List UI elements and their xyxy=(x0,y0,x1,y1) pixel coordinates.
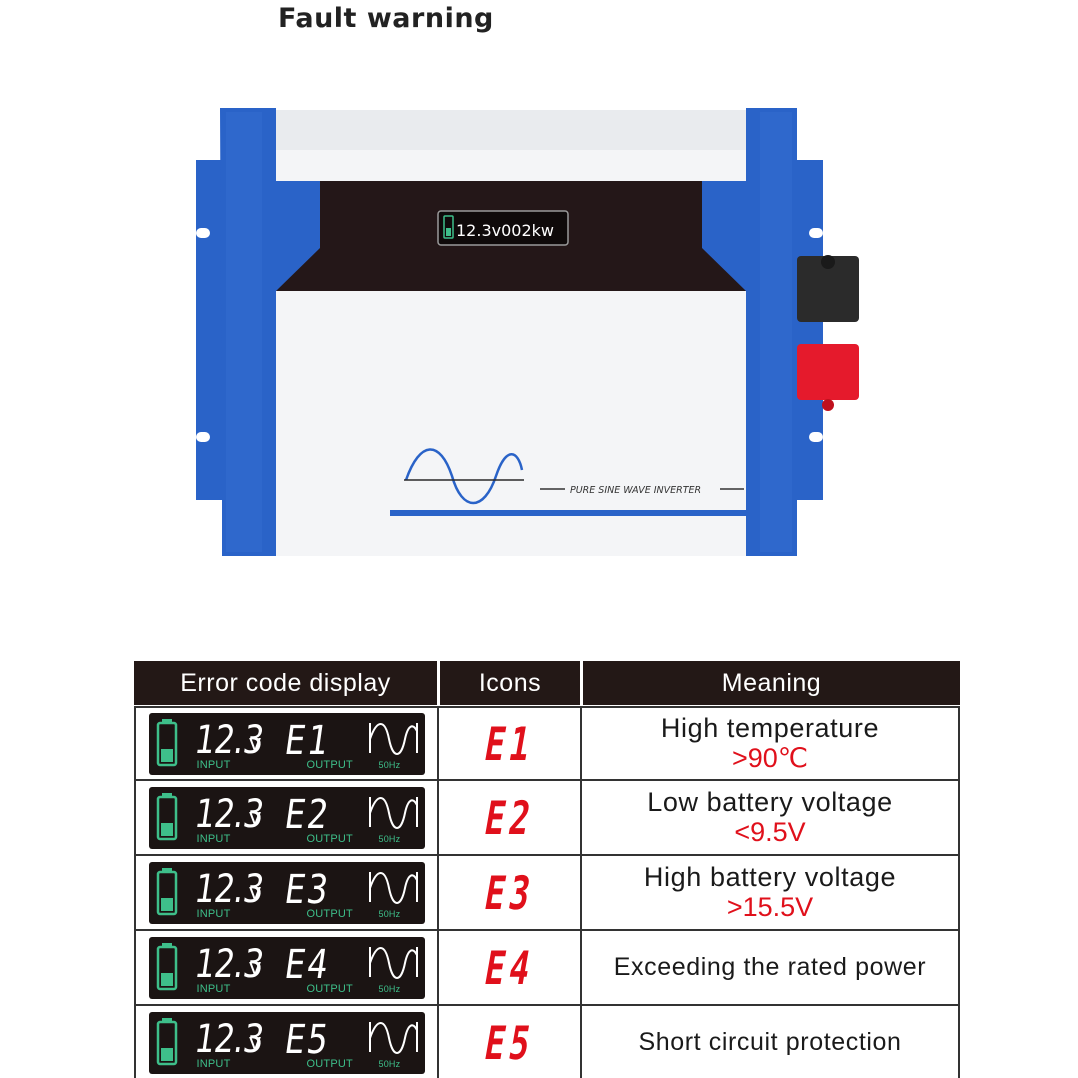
sine-output-icon xyxy=(368,946,418,979)
lcd-input-label: INPUT xyxy=(196,907,231,920)
error-code-icon: E1 xyxy=(480,716,539,771)
positive-terminal xyxy=(797,344,859,400)
meaning-text: Short circuit protection xyxy=(638,1027,902,1056)
header-icons: Icons xyxy=(440,661,580,705)
battery-icon xyxy=(156,867,177,915)
sine-output-icon xyxy=(368,722,418,755)
lcd-error-code: E5 xyxy=(281,1016,333,1063)
lcd-frequency-label: 50Hz xyxy=(378,908,401,919)
lcd-input-label: INPUT xyxy=(196,758,231,771)
lcd-output-label: OUTPUT xyxy=(306,907,353,920)
page-title: Fault warning xyxy=(278,3,494,34)
lcd-unit: v xyxy=(248,730,262,756)
error-code-icon: E3 xyxy=(480,865,539,920)
lcd-output-label: OUTPUT xyxy=(306,1057,353,1070)
meaning-text: Exceeding the rated power xyxy=(613,952,927,981)
icon-cell: E2 xyxy=(439,781,582,854)
header-error-code-display: Error code display xyxy=(134,661,437,705)
left-frame xyxy=(220,108,320,556)
right-mount-ear xyxy=(795,160,823,500)
right-frame xyxy=(702,108,797,556)
lcd-error-code: E4 xyxy=(281,941,333,988)
battery-icon xyxy=(156,718,177,766)
meaning-text: Low battery voltage xyxy=(647,786,893,817)
lcd-unit: v xyxy=(248,954,262,980)
sine-output-icon xyxy=(368,871,418,904)
lcd-frequency-label: 50Hz xyxy=(378,833,401,844)
lcd-output-label: OUTPUT xyxy=(306,982,353,995)
front-label: PURE SINE WAVE INVERTER xyxy=(570,485,701,496)
sine-output-icon xyxy=(368,1021,418,1054)
meaning-threshold: >15.5V xyxy=(726,891,814,922)
meaning-cell: High battery voltage>15.5V xyxy=(582,856,958,929)
front-stripe xyxy=(390,510,746,516)
icon-cell: E4 xyxy=(439,931,582,1004)
error-code-icon: E2 xyxy=(480,790,539,845)
icon-cell: E1 xyxy=(439,708,582,779)
front-lcd-text: 12.3v002kw xyxy=(456,221,554,240)
negative-terminal xyxy=(797,256,859,322)
lcd-error-code: E3 xyxy=(281,866,333,913)
lcd-frequency-label: 50Hz xyxy=(378,1058,401,1069)
error-code-icon: E5 xyxy=(480,1015,539,1070)
sine-output-icon xyxy=(368,796,418,829)
error-code-icon: E4 xyxy=(480,940,539,995)
meaning-text: High temperature xyxy=(660,712,880,743)
battery-icon xyxy=(156,1017,177,1065)
icon-cell: E3 xyxy=(439,856,582,929)
lcd-input-label: INPUT xyxy=(196,1057,231,1070)
inverter-illustration: 12.3v002kw PURE SINE WAVE INVERTER xyxy=(196,108,859,556)
table-header: Error code display Icons Meaning xyxy=(134,661,960,705)
lcd-frequency-label: 50Hz xyxy=(378,983,401,994)
lcd-error-code: E1 xyxy=(281,717,333,764)
meaning-threshold: <9.5V xyxy=(734,816,806,847)
meaning-cell: High temperature>90℃ xyxy=(582,708,958,779)
meaning-cell: Low battery voltage<9.5V xyxy=(582,781,958,854)
lcd-unit: v xyxy=(248,879,262,905)
header-meaning: Meaning xyxy=(583,661,960,705)
lcd-output-label: OUTPUT xyxy=(306,758,353,771)
lcd-input-label: INPUT xyxy=(196,982,231,995)
meaning-cell: Exceeding the rated power xyxy=(582,931,958,1004)
sine-wave-icon xyxy=(404,448,524,505)
lcd-output-label: OUTPUT xyxy=(306,832,353,845)
lcd-error-code: E2 xyxy=(281,791,333,838)
front-lcd-display xyxy=(437,210,569,246)
lcd-input-label: INPUT xyxy=(196,832,231,845)
battery-icon xyxy=(156,792,177,840)
icon-cell: E5 xyxy=(439,1006,582,1078)
lcd-unit: v xyxy=(248,804,262,830)
meaning-text: High battery voltage xyxy=(643,861,897,892)
meaning-cell: Short circuit protection xyxy=(582,1006,958,1078)
meaning-threshold: >90℃ xyxy=(731,742,809,773)
battery-icon xyxy=(156,942,177,990)
lcd-unit: v xyxy=(248,1029,262,1055)
lcd-frequency-label: 50Hz xyxy=(378,759,401,770)
